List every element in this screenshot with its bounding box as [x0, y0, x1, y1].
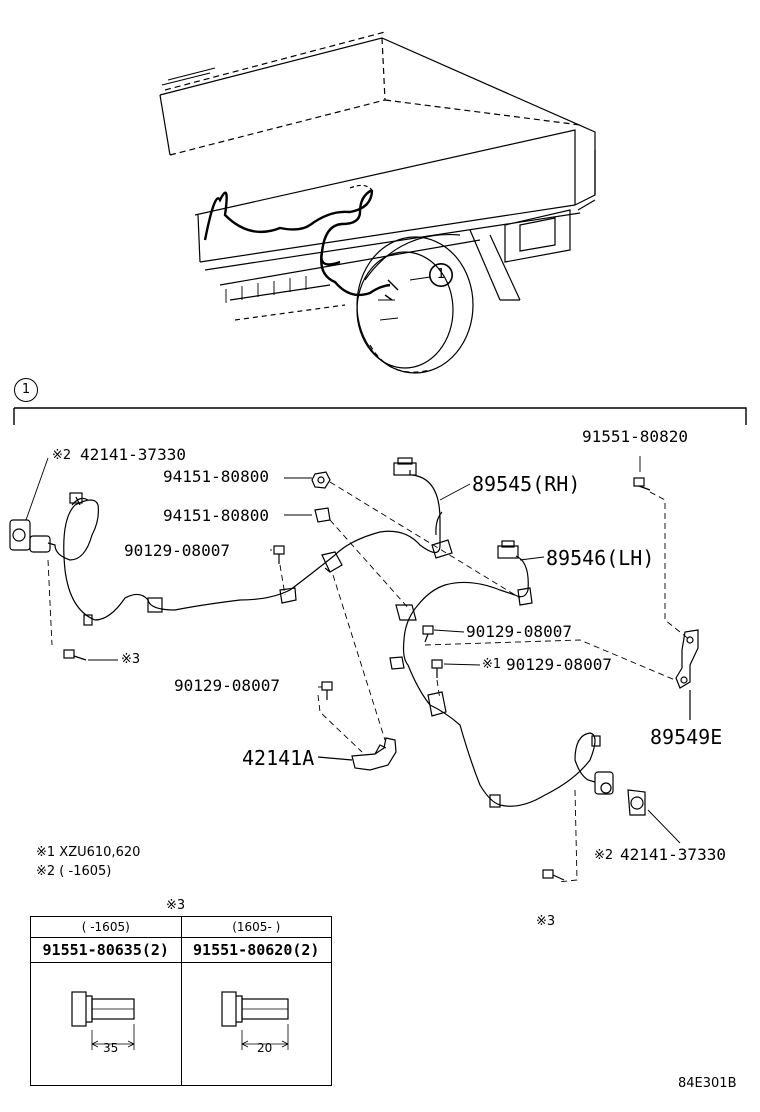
bolt-col1-picture: [30, 962, 182, 1086]
mark-2-right: ※2: [594, 848, 614, 863]
bolt-col2-header: (1605- ): [180, 916, 332, 938]
leader-lines: [25, 456, 681, 844]
bolt-length-35: 35: [103, 1041, 119, 1055]
bolt-col1-part: 91551-80635(2): [30, 937, 182, 963]
mark-3-right: ※3: [536, 914, 556, 929]
part-94151-80800-a: 94151-80800: [163, 467, 269, 486]
part-42141a: 42141A: [242, 746, 315, 770]
part-90129-08007-a: 90129-08007: [124, 541, 230, 560]
part-90129-08007-d: 90129-08007: [174, 676, 280, 695]
bracket-89549e-shape: [675, 629, 699, 720]
mark-3-left: ※3: [121, 652, 141, 667]
bolt-col1-header: ( -1605): [30, 916, 182, 938]
part-42141-37330-right: 42141-37330: [620, 845, 726, 864]
part-90129-08007-b: 90129-08007: [466, 622, 572, 641]
part-89549e: 89549E: [650, 725, 723, 749]
part-89545-rh: 89545(RH): [472, 472, 581, 496]
rh-sensor-wiring: [9, 457, 453, 626]
section-bracket: [13, 407, 747, 425]
bolt-table-title: ※3: [166, 898, 186, 913]
note-2: ※2 ( -1605): [36, 864, 112, 879]
note-1: ※1 XZU610,620: [36, 845, 141, 860]
bolt-col2-picture: [180, 962, 332, 1086]
fasteners: [63, 471, 651, 881]
bolt-table: ( -1605) (1605- ) 91551-80635(2) 91551-8…: [30, 916, 332, 1086]
bracket-42141a-shape: [317, 737, 397, 771]
bolt-length-20: 20: [257, 1041, 273, 1055]
part-90129-08007-c: 90129-08007: [506, 655, 612, 674]
lh-sensor-wiring: [389, 540, 646, 816]
diagram-code: 84E301B: [678, 1076, 737, 1091]
mark-1: ※1: [482, 657, 502, 672]
part-91551-80820: 91551-80820: [582, 427, 688, 446]
guide-lines: [47, 481, 691, 883]
callout-number-top: 1: [429, 263, 453, 287]
truck-bed-illustration: [159, 31, 596, 374]
mark-2-left: ※2: [52, 448, 72, 463]
part-89546-lh: 89546(LH): [546, 546, 655, 570]
part-94151-80800-b: 94151-80800: [163, 506, 269, 525]
part-42141-37330-left: 42141-37330: [80, 445, 186, 464]
callout-number-section: 1: [14, 378, 38, 402]
bolt-col2-part: 91551-80620(2): [180, 937, 332, 963]
